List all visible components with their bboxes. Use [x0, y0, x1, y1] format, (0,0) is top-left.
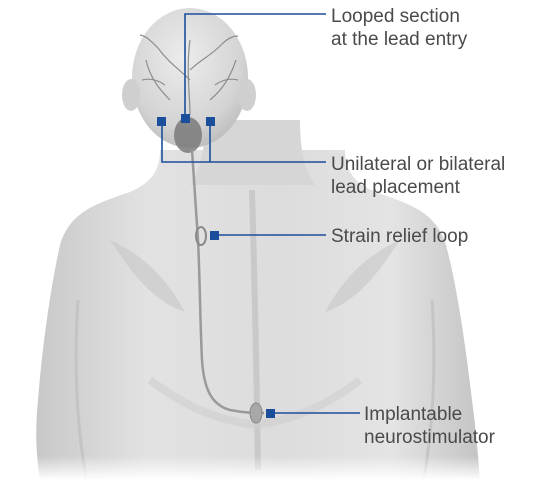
callout-label-neurostimulator: Implantable neurostimulator: [364, 403, 495, 449]
marker-looped: [181, 114, 190, 123]
callout-label-line: Looped section: [331, 5, 467, 28]
marker-strain: [210, 231, 219, 240]
callout-label-line: lead placement: [331, 176, 505, 199]
marker-lead-right: [206, 117, 215, 126]
callout-label-line: Strain relief loop: [331, 225, 468, 248]
callout-label-strain-relief: Strain relief loop: [331, 225, 468, 248]
callout-label-looped-section: Looped section at the lead entry: [331, 5, 467, 51]
marker-lead-left: [157, 117, 166, 126]
marker-implant: [266, 409, 275, 418]
callout-label-lead-placement: Unilateral or bilateral lead placement: [331, 153, 505, 199]
callout-label-line: Unilateral or bilateral: [331, 153, 505, 176]
left-ear: [122, 79, 140, 111]
callout-label-line: Implantable: [364, 403, 495, 426]
callout-label-line: neurostimulator: [364, 426, 495, 449]
callout-label-line: at the lead entry: [331, 28, 467, 51]
right-ear: [238, 79, 256, 111]
